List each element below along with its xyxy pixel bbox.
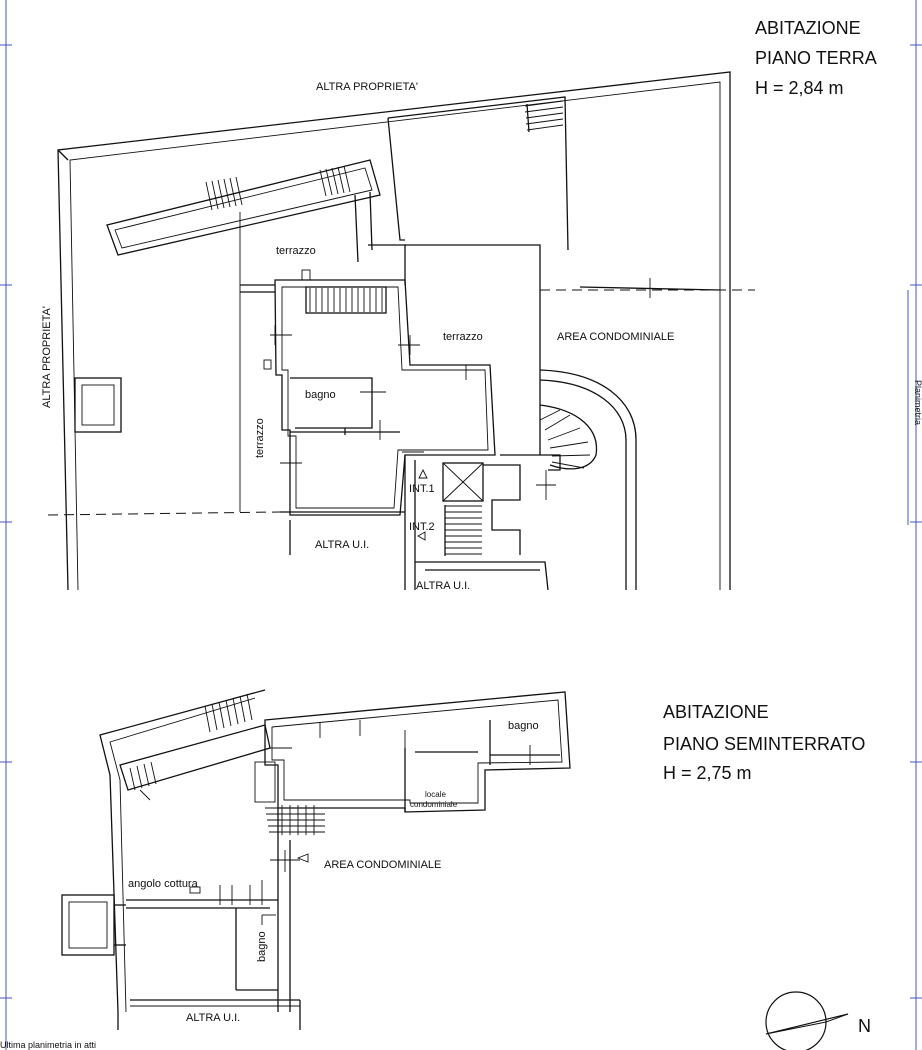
label-int2: INT.2 — [409, 521, 435, 533]
basement-title-line1: ABITAZIONE — [663, 702, 769, 722]
label-altra-proprieta-top: ALTRA PROPRIETA' — [316, 81, 418, 93]
ground-title-line1: ABITAZIONE — [755, 18, 861, 38]
basement-title-line3: H = 2,75 m — [663, 763, 752, 783]
side-note: Planimetria — [913, 380, 922, 425]
upper-right-block — [387, 96, 569, 251]
upper-terrace — [106, 159, 381, 256]
main-apartment — [263, 269, 496, 516]
label-altra-ui-bottom: ALTRA U.I. — [416, 580, 470, 592]
basement-plan — [61, 689, 571, 1030]
label-altra-ui-left: ALTRA U.I. — [315, 539, 369, 551]
label-int1: INT.1 — [409, 483, 435, 495]
label-terrazzo-vertical: terrazzo — [254, 418, 266, 458]
label-bagno-basement-top: bagno — [508, 720, 539, 732]
label-locale: locale — [425, 790, 446, 799]
label-condominiale: condominiale — [410, 800, 458, 809]
label-bagno-ground: bagno — [305, 389, 336, 401]
stair-core — [404, 455, 556, 591]
spiral-stair — [500, 369, 637, 590]
label-bagno-basement-vertical: bagno — [256, 931, 268, 962]
label-area-condominiale-ground: AREA CONDOMINIALE — [557, 331, 674, 343]
label-area-condominiale-basement: AREA CONDOMINIALE — [324, 859, 441, 871]
ground-floor-titles: ABITAZIONE PIANO TERRA H = 2,84 m — [755, 18, 877, 98]
label-terrazzo-mid: terrazzo — [443, 331, 483, 343]
label-terrazzo-top: terrazzo — [276, 245, 316, 257]
ground-floor-plan — [47, 71, 755, 591]
basement-title-line2: PIANO SEMINTERRATO — [663, 734, 865, 754]
basement-titles: ABITAZIONE PIANO SEMINTERRATO H = 2,75 m — [663, 702, 865, 783]
ground-title-line2: PIANO TERRA — [755, 48, 877, 68]
label-altra-ui-basement: ALTRA U.I. — [186, 1012, 240, 1024]
lot-boundary — [57, 71, 731, 591]
compass-n-label: N — [858, 1016, 871, 1036]
footer-note: Ultima planimetria in atti — [0, 1040, 96, 1050]
label-altra-proprieta-left: ALTRA PROPRIETA' — [41, 306, 53, 408]
ground-title-line3: H = 2,84 m — [755, 78, 844, 98]
label-angolo-cottura: angolo cottura — [128, 878, 199, 890]
north-compass: N — [765, 991, 871, 1050]
